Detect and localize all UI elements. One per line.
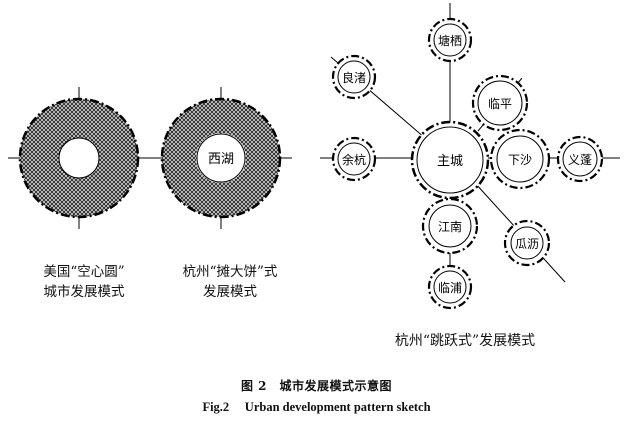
west-lake-circle bbox=[196, 133, 246, 183]
pancake-ring bbox=[162, 99, 280, 217]
hollow-caption-line2: 城市发展模式 bbox=[43, 284, 125, 300]
hollow-model-caption: 美国“空心圆” 城市发展模式 bbox=[4, 262, 164, 302]
leapfrog-model-caption: 杭州“跳跃式”发展模式 bbox=[394, 333, 536, 349]
pancake-caption-line2: 发展模式 bbox=[203, 284, 257, 300]
linpu-label: 临浦 bbox=[438, 281, 462, 295]
linping-inner bbox=[477, 80, 523, 126]
jiangnan-label: 江南 bbox=[438, 219, 462, 234]
leapfrog-model: 主城 塘栖 良渚 临平 余杭 下沙 义蓬 江南 瓜沥 bbox=[320, 3, 620, 310]
pancake-outer-boundary bbox=[160, 97, 282, 219]
guali-inner bbox=[510, 226, 544, 260]
yuhang-label: 余杭 bbox=[342, 152, 366, 167]
hollow-center bbox=[58, 137, 100, 179]
liangzhu-inner bbox=[337, 60, 371, 94]
west-lake-label: 西湖 bbox=[208, 152, 234, 167]
pancake-caption-line1: 杭州“摊大饼”式 bbox=[182, 264, 278, 280]
main-city-inner bbox=[416, 126, 484, 194]
jiangnan-inner bbox=[428, 204, 472, 248]
figure-caption-en: Fig.2 Urban development pattern sketch bbox=[202, 400, 431, 414]
yipeng-inner bbox=[562, 141, 598, 177]
pancake-model-caption: 杭州“摊大饼”式 发展模式 bbox=[150, 262, 310, 302]
linpu-inner bbox=[433, 270, 467, 304]
yuhang-inner bbox=[337, 142, 371, 176]
pancake-model: 西湖 bbox=[150, 87, 292, 229]
hollow-ring bbox=[20, 99, 138, 217]
liangzhu-label: 良渚 bbox=[342, 70, 366, 85]
xiasha-label: 下沙 bbox=[508, 153, 532, 167]
linping-label: 临平 bbox=[488, 97, 512, 111]
xiasha-inner bbox=[496, 135, 544, 183]
yipeng-label: 义蓬 bbox=[568, 153, 592, 167]
figure-caption-cn: 图 2 城市发展模式示意图 bbox=[240, 379, 393, 393]
hollow-ring-outer-boundary bbox=[18, 97, 140, 219]
hollow-caption-line1: 美国“空心圆” bbox=[43, 264, 125, 280]
tangqi-inner bbox=[433, 23, 467, 57]
tangqi-label: 塘栖 bbox=[438, 33, 462, 48]
hollow-circle-model bbox=[8, 87, 150, 229]
guali-label: 瓜沥 bbox=[515, 237, 539, 251]
main-city-label: 主城 bbox=[437, 154, 463, 169]
